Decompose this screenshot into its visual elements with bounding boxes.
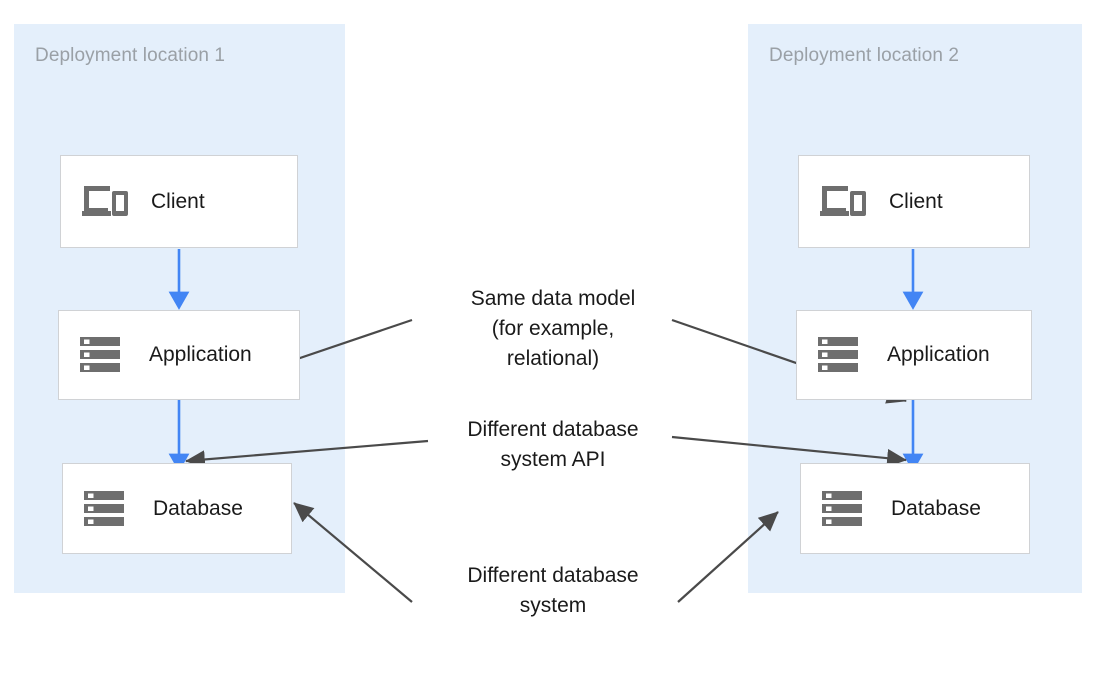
deployment-zone-2-label: Deployment location 2 bbox=[769, 45, 960, 66]
node-database-1[interactable]: Database bbox=[62, 463, 292, 554]
deployment-zone-1-label: Deployment location 1 bbox=[35, 45, 226, 66]
node-client-1[interactable]: Client bbox=[60, 155, 298, 248]
annotation-different-database-system-api: Different database system API bbox=[467, 418, 639, 471]
node-application-1[interactable]: Application bbox=[58, 310, 300, 400]
node-database-1-label: Database bbox=[153, 496, 243, 520]
node-client-1-label: Client bbox=[151, 189, 205, 213]
server-icon bbox=[83, 489, 131, 529]
node-database-2-label: Database bbox=[891, 496, 981, 520]
devices-icon bbox=[819, 182, 867, 222]
devices-icon bbox=[81, 182, 129, 222]
server-icon bbox=[79, 335, 127, 375]
annotation-same-data-model: Same data model (for example, relational… bbox=[470, 287, 636, 370]
node-database-2[interactable]: Database bbox=[800, 463, 1030, 554]
node-client-2[interactable]: Client bbox=[798, 155, 1030, 248]
server-icon bbox=[821, 489, 869, 529]
server-icon bbox=[817, 335, 865, 375]
node-client-2-label: Client bbox=[889, 189, 943, 213]
annotation-different-database-system: Different database system bbox=[467, 564, 639, 617]
node-application-2-label: Application bbox=[887, 343, 990, 366]
node-application-1-label: Application bbox=[149, 343, 252, 366]
node-application-2[interactable]: Application bbox=[796, 310, 1032, 400]
